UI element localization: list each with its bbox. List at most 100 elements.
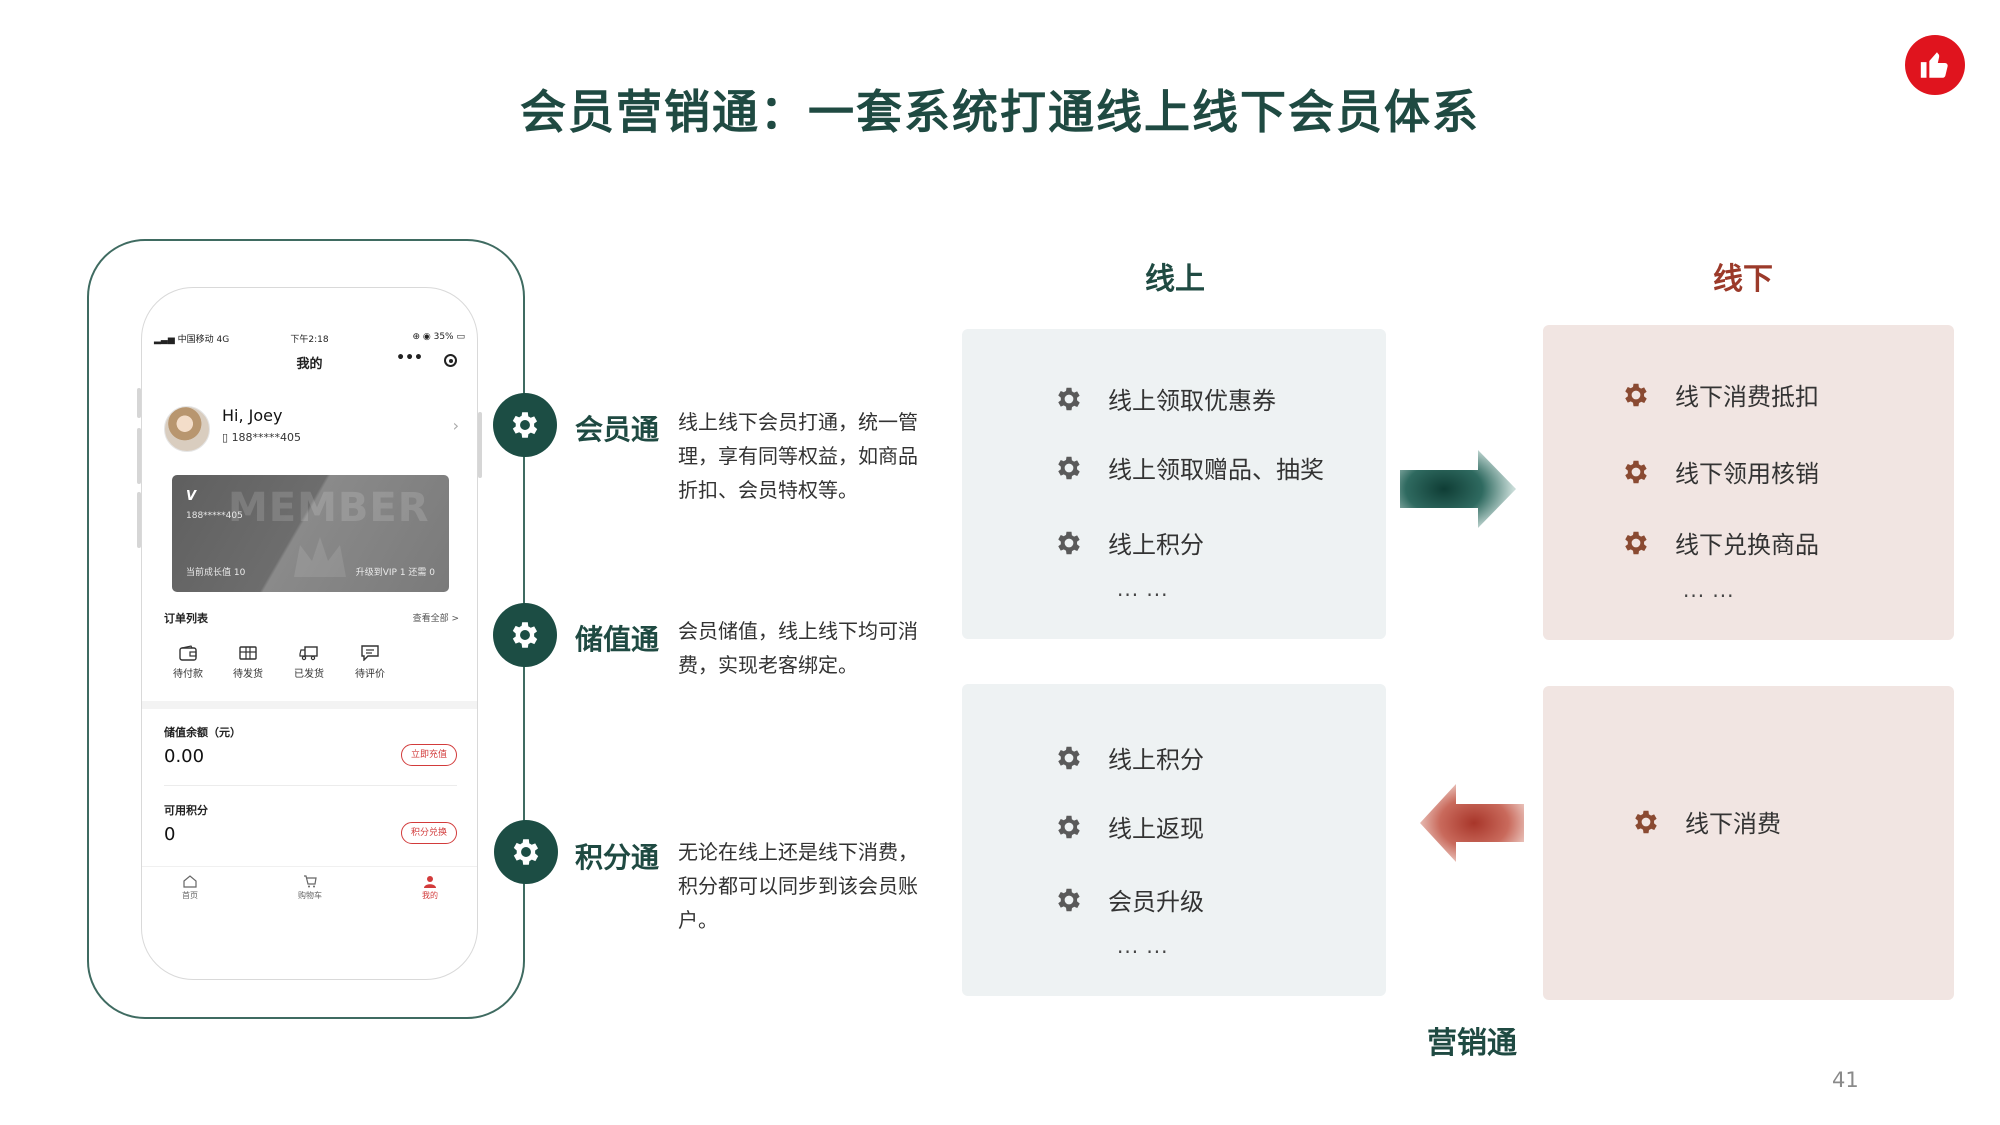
member-card[interactable]: V MEMBER 188*****405 当前成长值 10 升级到VIP 1 还…	[172, 475, 449, 592]
member-feature-gear-icon	[493, 393, 557, 457]
order-pending-review[interactable]: 待评价	[340, 645, 400, 680]
upgrade-hint: 升级到VIP 1 还需 0	[355, 568, 435, 578]
item-label: 会员升级	[1108, 888, 1204, 916]
tab-mine[interactable]: 我的	[400, 875, 460, 901]
gear-icon	[1058, 815, 1080, 838]
item-label: 线下消费抵扣	[1675, 383, 1819, 411]
gear-icon	[1058, 387, 1080, 410]
member-card-logo: V	[186, 489, 197, 504]
online-benefit-item: 线上领取优惠券	[1054, 381, 1276, 416]
chevron-right-icon[interactable]: ›	[452, 416, 459, 435]
user-icon	[424, 876, 436, 888]
online-reward-item: 线上积分	[1054, 740, 1204, 775]
phone-side-button	[137, 492, 141, 548]
tab-label: 购物车	[298, 891, 322, 900]
member-card-phone: 188*****405	[186, 511, 243, 521]
phone-side-button	[137, 428, 141, 484]
online-header: 线上	[1145, 262, 1205, 297]
order-label: 待付款	[173, 669, 203, 680]
user-greeting: Hi, Joey	[222, 406, 283, 425]
item-label: 线上积分	[1108, 531, 1204, 559]
section-divider	[142, 701, 477, 709]
offline-header: 线下	[1713, 262, 1773, 297]
package-icon	[239, 646, 257, 660]
page-number: 41	[1832, 1068, 1859, 1092]
user-phone: ▯ 188*****405	[222, 431, 302, 444]
item-label: 线下兑换商品	[1675, 531, 1819, 559]
gear-icon	[1635, 810, 1657, 833]
wallet-icon	[179, 645, 197, 661]
row-divider	[164, 785, 457, 786]
comment-icon	[361, 645, 379, 661]
offline-benefit-item: 线下消费抵扣	[1621, 377, 1819, 412]
points-feature-title: 积分通	[575, 841, 660, 874]
status-time: 下午2:18	[290, 335, 329, 345]
tab-home[interactable]: 首页	[160, 875, 220, 901]
order-shipped[interactable]: 已发货	[279, 645, 339, 680]
online-benefit-item: 线上领取赠品、抽奖	[1054, 450, 1324, 485]
order-pending-payment[interactable]: 待付款	[158, 645, 218, 680]
member-feature-title: 会员通	[575, 413, 660, 446]
tab-bar: 首页 购物车 我的	[142, 866, 477, 912]
gear-icon	[1058, 456, 1080, 479]
avatar[interactable]	[164, 406, 210, 452]
arrow-left-icon	[1420, 784, 1524, 862]
growth-value: 当前成长值 10	[186, 568, 246, 578]
item-label: 线下领用核销	[1675, 460, 1819, 488]
item-label: 线下消费	[1685, 810, 1781, 838]
crown-icon	[294, 537, 346, 577]
status-bar: ▂▃▅ 中国移动 4G 下午2:18 ⊕ ◉ 35% ▭	[154, 332, 465, 346]
points-feature-desc: 无论在线上还是线下消费，积分都可以同步到该会员账户。	[678, 840, 918, 932]
balance-value: 0.00	[164, 746, 205, 767]
view-all-orders-link[interactable]: 查看全部 >	[412, 614, 459, 624]
nav-title: 我的	[296, 357, 323, 372]
gear-icon	[1058, 531, 1080, 554]
carrier-signal: ▂▃▅ 中国移动 4G	[154, 335, 230, 345]
item-label: 线上积分	[1108, 746, 1204, 774]
phone-side-button	[137, 388, 141, 418]
stored-value-feature-desc: 会员储值，线上线下均可消费，实现老客绑定。	[678, 619, 918, 677]
recharge-button[interactable]: 立即充值	[401, 744, 457, 766]
order-label: 待评价	[355, 669, 385, 680]
online-rewards-box: 线上积分 线上返现 会员升级 ... ...	[962, 684, 1386, 996]
tab-label: 首页	[182, 891, 198, 900]
cart-icon	[304, 875, 317, 888]
offline-benefit-item: 线下兑换商品	[1621, 525, 1819, 560]
home-icon	[183, 875, 197, 888]
redeem-points-button[interactable]: 积分兑换	[401, 822, 457, 844]
page-title: 会员营销通：一套系统打通线上线下会员体系	[520, 85, 1480, 139]
gear-icon	[1058, 888, 1080, 911]
gear-icon	[1625, 383, 1647, 406]
order-label: 已发货	[294, 669, 324, 680]
ellipsis: ... ...	[1683, 578, 1735, 602]
item-label: 线上领取赠品、抽奖	[1108, 456, 1324, 484]
online-benefits-box: 线上领取优惠券 线上领取赠品、抽奖 线上积分 ... ...	[962, 329, 1386, 639]
phone-side-button	[478, 412, 482, 478]
miniapp-close-icon[interactable]	[444, 354, 457, 367]
ellipsis: ... ...	[1117, 934, 1169, 958]
gear-icon	[1625, 460, 1647, 483]
member-feature-desc: 线上线下会员打通，统一管理，享有同等权益，如商品折扣、会员特权等。	[678, 410, 918, 502]
gear-icon	[1625, 531, 1647, 554]
ellipsis: ... ...	[1117, 577, 1169, 601]
thumbs-up-icon	[1905, 35, 1965, 95]
tab-cart[interactable]: 购物车	[280, 875, 340, 901]
more-icon[interactable]: •••	[396, 350, 423, 366]
offline-consumption-item: 线下消费	[1631, 804, 1781, 839]
points-feature-gear-icon	[494, 820, 558, 884]
points-value: 0	[164, 824, 176, 845]
offline-benefit-item: 线下领用核销	[1621, 454, 1819, 489]
battery-status: ⊕ ◉ 35% ▭	[412, 332, 465, 342]
member-card-watermark: MEMBER	[228, 485, 430, 531]
stored-value-feature-gear-icon	[493, 603, 557, 667]
stored-value-feature-title: 储值通	[575, 623, 660, 656]
balance-label: 储值余额（元）	[164, 726, 241, 739]
online-reward-item: 会员升级	[1054, 882, 1204, 917]
order-label: 待发货	[233, 669, 263, 680]
offline-consumption-box: 线下消费	[1543, 686, 1954, 1000]
tab-label: 我的	[422, 891, 438, 900]
item-label: 线上领取优惠券	[1108, 387, 1276, 415]
online-benefit-item: 线上积分	[1054, 525, 1204, 560]
marketing-label: 营销通	[1427, 1026, 1517, 1061]
order-pending-shipment[interactable]: 待发货	[218, 645, 278, 680]
